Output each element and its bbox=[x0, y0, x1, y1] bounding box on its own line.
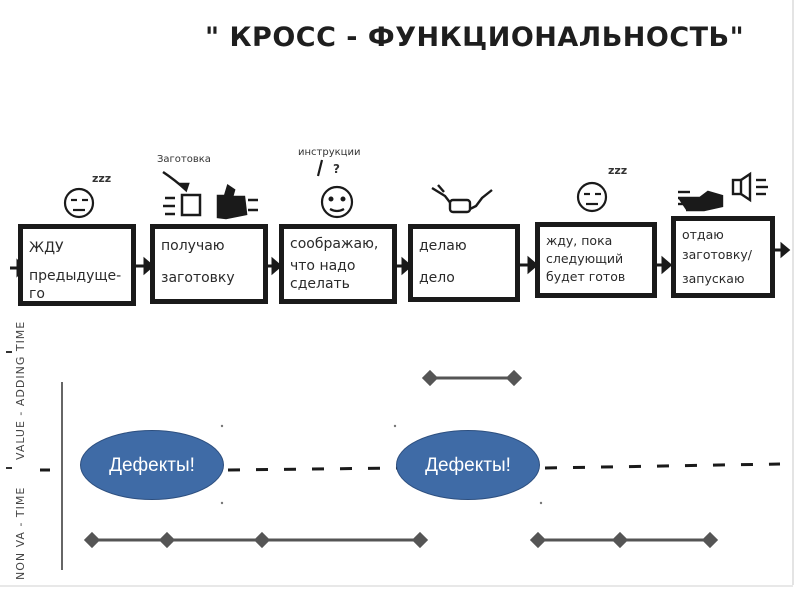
zzz-label-1: zzz bbox=[92, 172, 112, 185]
hand-receive-icon bbox=[162, 170, 258, 220]
step-6-line-1: отдаю bbox=[682, 227, 724, 242]
zzz-label-2: zzz bbox=[608, 164, 628, 177]
step-box-6: отдаю заготовку/ запускаю bbox=[671, 216, 775, 298]
arrow-1-head bbox=[143, 256, 155, 276]
step-3-line-3: сделать bbox=[290, 276, 350, 292]
annotation-zagotovka: Заготовка bbox=[157, 154, 211, 165]
defect-ellipse-2: Дефекты! bbox=[396, 430, 540, 500]
step-box-2: получаю заготовку bbox=[150, 224, 268, 304]
arrow-5-head bbox=[661, 255, 673, 275]
page-title: " КРОСС - ФУНКЦИОНАЛЬНОСТЬ" bbox=[205, 22, 745, 53]
step-3-line-2: что надо bbox=[290, 258, 356, 274]
step-1-line-1: ЖДУ bbox=[29, 240, 64, 256]
step-5-line-2: следующий bbox=[546, 251, 624, 266]
step-box-5: жду, пока следующий будет готов bbox=[535, 222, 657, 298]
sleeping-face-icon-2 bbox=[576, 181, 608, 213]
arrow-2-head bbox=[271, 256, 283, 276]
step-3-line-1: соображаю, bbox=[290, 236, 379, 252]
value-adding-time-label: VALUE - ADDING TIME bbox=[14, 320, 27, 460]
hand-give-icon bbox=[678, 190, 724, 212]
annotation-instruction: инструкции bbox=[298, 147, 361, 158]
non-value-bar bbox=[83, 531, 719, 549]
step-1-line-3: го bbox=[29, 286, 45, 302]
marker-dots bbox=[220, 424, 543, 505]
step-2-line-1: получаю bbox=[161, 238, 225, 254]
step-5-line-1: жду, пока bbox=[546, 233, 613, 248]
step-4-line-1: делаю bbox=[419, 238, 467, 254]
dashed-waiting-line bbox=[227, 462, 781, 472]
arrow-4-head bbox=[527, 255, 539, 275]
thinking-face-icon bbox=[316, 159, 354, 219]
working-hands-icon bbox=[431, 184, 493, 214]
annotation-question: ? bbox=[333, 162, 340, 176]
left-axis bbox=[6, 351, 63, 570]
speaker-icon bbox=[731, 171, 768, 203]
step-4-line-2: дело bbox=[419, 270, 455, 286]
step-6-line-3: запускаю bbox=[682, 271, 745, 286]
step-1-line-2: предыдуще- bbox=[29, 268, 122, 284]
defect-ellipse-1: Дефекты! bbox=[80, 430, 224, 500]
step-box-4: делаю дело bbox=[408, 224, 520, 302]
step-5-line-3: будет готов bbox=[546, 269, 626, 284]
arrow-3-head bbox=[401, 256, 413, 276]
step-box-3: соображаю, что надо сделать bbox=[279, 224, 397, 304]
arrow-out-head bbox=[780, 241, 791, 259]
flow-arrows bbox=[10, 241, 791, 278]
non-value-time-label: NON VA - TIME bbox=[14, 486, 27, 580]
step-6-line-2: заготовку/ bbox=[682, 247, 752, 262]
sleeping-face-icon bbox=[63, 187, 95, 219]
step-2-line-2: заготовку bbox=[161, 270, 235, 286]
step-box-1: ЖДУ предыдуще- го bbox=[18, 224, 136, 306]
value-adding-bar bbox=[421, 369, 523, 387]
